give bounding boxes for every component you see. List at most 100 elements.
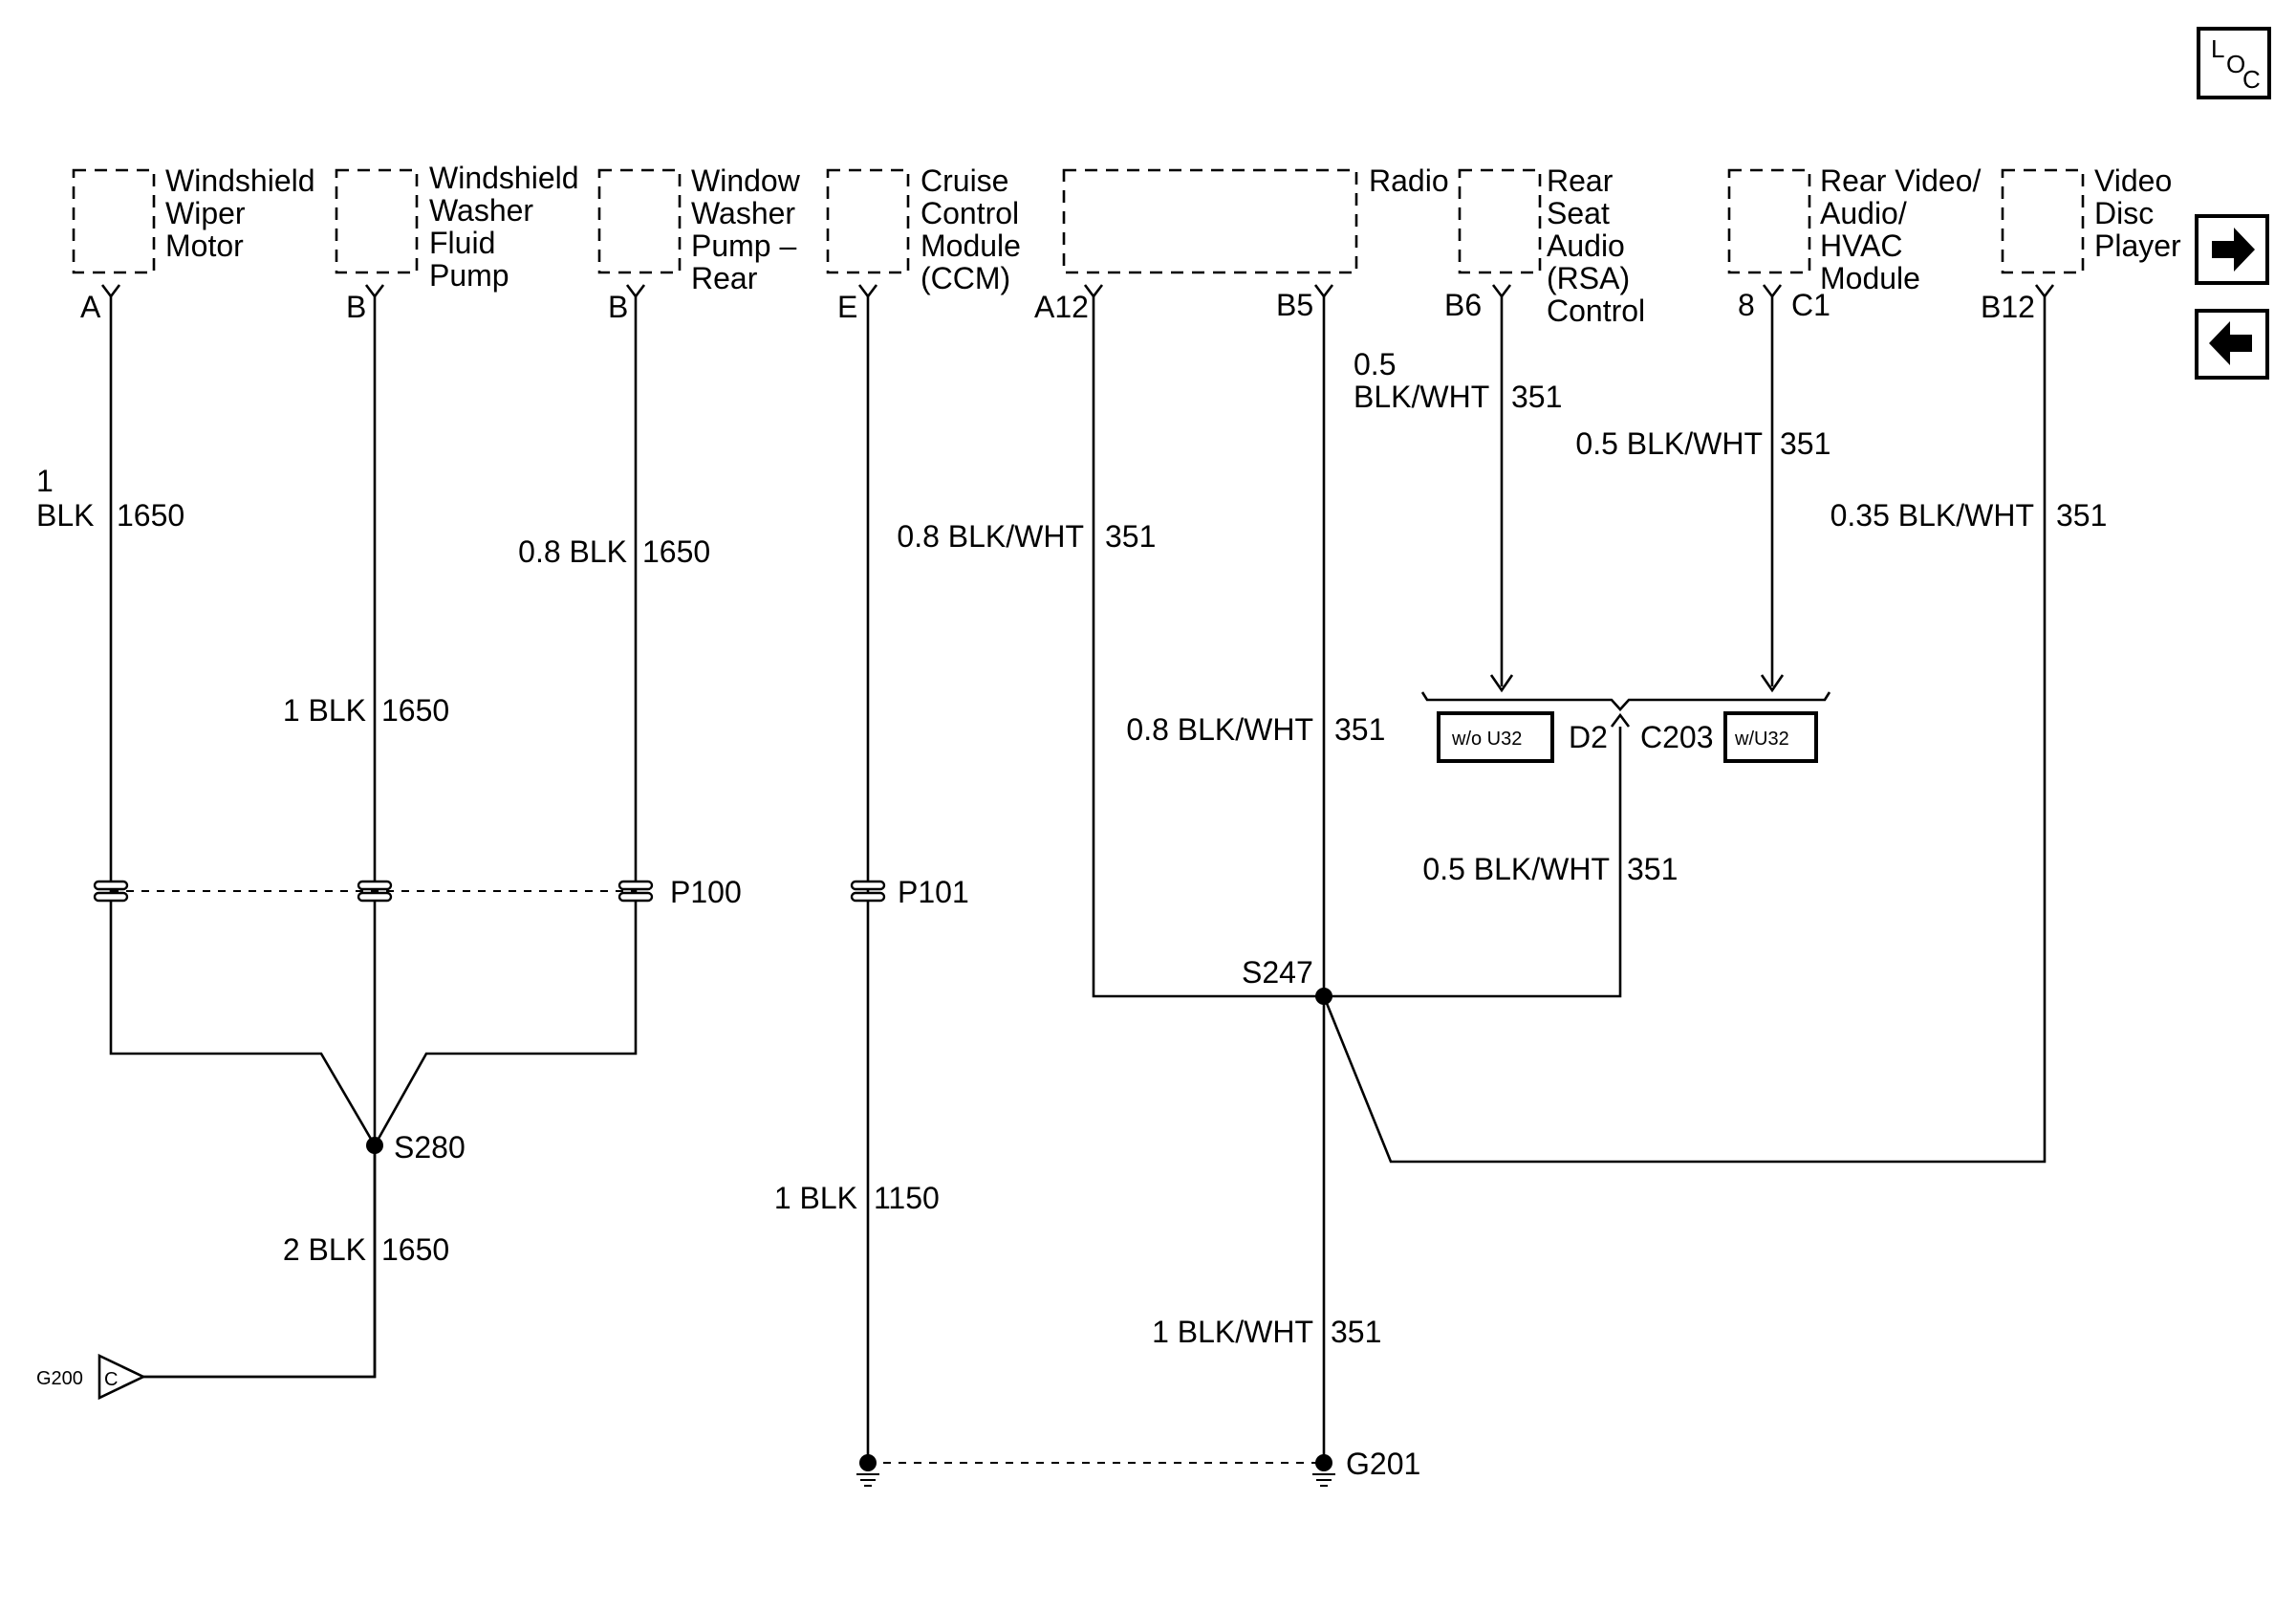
- wire-g200: [143, 1145, 377, 1379]
- terminal-symbol: [100, 284, 121, 299]
- wiper-motor-box: [72, 168, 156, 274]
- g200-label: G200: [36, 1368, 83, 1389]
- component-label-cruise-control-module: Cruise Control Module (CCM): [921, 163, 1021, 295]
- label-line: Audio/: [1820, 196, 1907, 230]
- pin-label: B: [608, 290, 628, 324]
- label-line: Module: [1820, 261, 1920, 295]
- ccm-box: [826, 168, 910, 274]
- pin-label: C1: [1791, 288, 1830, 322]
- wire-color: BLK/WHT: [1354, 380, 1489, 414]
- g201-label: G201: [1346, 1447, 1420, 1481]
- label-line: Pump: [429, 258, 509, 293]
- arrow-right-icon: [2212, 228, 2255, 272]
- wire-label-w11: 2 BLK 1650: [283, 1232, 449, 1267]
- component-label-windshield-wiper-motor: Windshield Wiper Motor: [165, 163, 315, 263]
- wire-radio-a12: [1092, 296, 1324, 998]
- wire-video-disc: [1322, 296, 2047, 1164]
- wire-color: 0.8 BLK/WHT: [1126, 712, 1313, 747]
- back-button[interactable]: [2195, 309, 2269, 380]
- wire-label-w2: 1 BLK 1650: [283, 693, 449, 728]
- wire-circuit: 1650: [117, 498, 184, 533]
- rear-video-box: [1727, 168, 1811, 274]
- label-line: Windshield: [429, 161, 579, 195]
- wire-color: 2 BLK: [283, 1232, 366, 1267]
- p101-label: P101: [898, 875, 969, 909]
- pin-label: B5: [1276, 288, 1313, 322]
- pin-label: A: [80, 290, 101, 324]
- washer-pump-box: [335, 168, 419, 274]
- ground-g200: C G200: [36, 1353, 147, 1401]
- option-label: w/U32: [1734, 729, 1789, 750]
- arrow-down-icon: [1489, 674, 1514, 693]
- label-line: Wiper: [165, 196, 246, 230]
- terminal-symbol: [1762, 284, 1783, 299]
- terminal-symbol: [364, 284, 385, 299]
- wire-size: 1: [36, 464, 54, 498]
- terminal-symbol: [2034, 284, 2055, 299]
- label-line: Player: [2094, 229, 2181, 263]
- component-label-window-washer-pump-rear: Window Washer Pump – Rear: [691, 163, 801, 295]
- p100-label: P100: [670, 875, 742, 909]
- loc-button[interactable]: L O C: [2197, 27, 2271, 99]
- wire-color: 0.5 BLK/WHT: [1575, 426, 1763, 461]
- forward-button[interactable]: [2195, 214, 2269, 285]
- pin-label: B6: [1444, 288, 1482, 322]
- wire-color: 1 BLK/WHT: [1152, 1315, 1313, 1349]
- label-line: Windshield: [165, 163, 315, 198]
- wire-label-w4: 0.8 BLK/WHT 351: [897, 519, 1156, 554]
- label-line: Cruise: [921, 163, 1008, 198]
- ground-g201-right: [1312, 1454, 1335, 1487]
- label-line: Seat: [1547, 196, 1610, 230]
- terminal-symbol: [625, 284, 646, 299]
- label-line: Washer: [691, 196, 795, 230]
- label-line: Pump –: [691, 229, 796, 263]
- terminal-symbol: [1313, 284, 1334, 299]
- component-label-video-disc-player: Video Disc Player: [2094, 163, 2181, 263]
- wire-label-w12: 1 BLK/WHT 351: [1152, 1315, 1381, 1349]
- wire-color: 0.35 BLK/WHT: [1830, 498, 2034, 533]
- arrow-left-icon: [2209, 321, 2252, 365]
- wire-wiper-motor: [109, 296, 377, 1146]
- c203-label: C203: [1640, 720, 1714, 754]
- wire-color: 1 BLK: [283, 693, 366, 728]
- wire-circuit: 1650: [381, 693, 449, 728]
- loc-label-o: O: [2226, 50, 2245, 78]
- wire-color: 0.8 BLK: [518, 534, 627, 569]
- label-line: (RSA): [1547, 261, 1630, 295]
- terminal-symbol: [1610, 712, 1631, 728]
- wire-label-w7: 0.5 BLK/WHT 351: [1575, 426, 1830, 461]
- wire-color: 0.8 BLK/WHT: [897, 519, 1084, 554]
- pin-label: B12: [1981, 290, 2035, 324]
- pin-label: A12: [1034, 290, 1089, 324]
- label-line: Radio: [1369, 163, 1449, 198]
- pin-terminals: [100, 284, 2055, 728]
- label-line: Video: [2094, 163, 2172, 198]
- wire-label-w3: 0.8 BLK 1650: [518, 534, 710, 569]
- wire-label-w8: 0.35 BLK/WHT 351: [1830, 498, 2108, 533]
- label-line: Disc: [2094, 196, 2154, 230]
- rsa-box: [1458, 168, 1542, 274]
- wire-washer-pump: [14, 296, 377, 1379]
- wire-label-w6: 0.5 BLK/WHT 351: [1354, 347, 1562, 414]
- splice-s280: [366, 1137, 383, 1154]
- inline-connector-p101: [850, 880, 886, 903]
- wire-color: 0.5 BLK/WHT: [1422, 852, 1610, 886]
- wire-size: 0.5: [1354, 347, 1396, 381]
- wire-color: BLK: [36, 498, 94, 533]
- wire-label-w10: 1 BLK 1150: [774, 1181, 940, 1215]
- arrow-down-icon: [1760, 674, 1785, 693]
- label-line: (CCM): [921, 261, 1010, 295]
- wire-window-washer: [373, 296, 638, 1146]
- wires: [14, 296, 2047, 1464]
- radio-box: [1062, 168, 1358, 274]
- wire-c203: [1324, 727, 1622, 998]
- label-line: Control: [921, 196, 1019, 230]
- c203-option-wo-u32: w/o U32: [1437, 711, 1554, 763]
- label-line: Control: [1547, 294, 1645, 328]
- c203-pin-label: D2: [1569, 720, 1608, 754]
- pin-labels: A B B E A12 B5 B6 8 C1 B12: [80, 288, 2035, 324]
- label-line: Rear Video/: [1820, 163, 1982, 198]
- splice-s247: [1315, 988, 1332, 1005]
- wire-label-w9: 0.5 BLK/WHT 351: [1422, 852, 1678, 886]
